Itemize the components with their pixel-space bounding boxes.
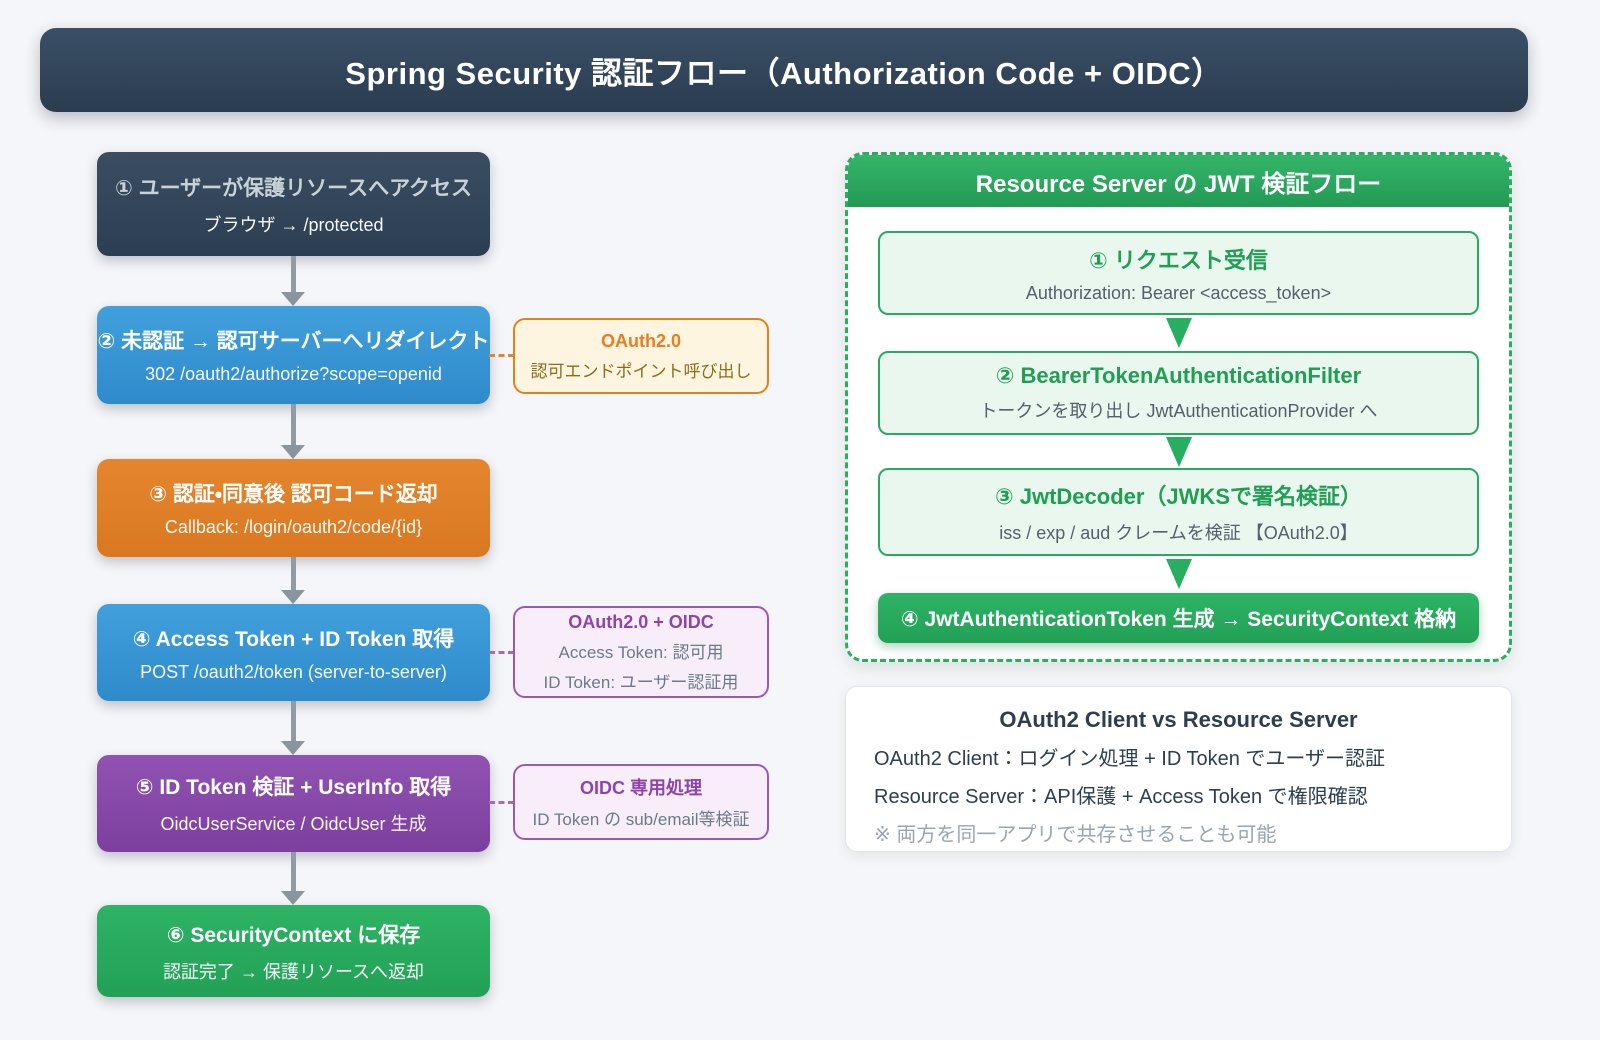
comparison-card: OAuth2 Client vs Resource Server OAuth2 … bbox=[845, 686, 1512, 852]
dashed-connector bbox=[489, 801, 514, 804]
arrow-down-icon bbox=[1166, 318, 1192, 348]
jwt-step-1-title: ① リクエスト受信 bbox=[1089, 247, 1268, 273]
flow-step-3-title: ③ 認証・同意後 認可コード返却 bbox=[149, 483, 438, 506]
comparison-line-note: ※ 両方を同一アプリで共存させることも可能 bbox=[874, 824, 1277, 846]
resource-server-panel-title: Resource Server の JWT 検証フロー bbox=[848, 155, 1509, 207]
note-oauth2-line: 認可エンドポイント呼び出し bbox=[530, 361, 752, 381]
comparison-card-title: OAuth2 Client vs Resource Server bbox=[999, 707, 1358, 732]
arrow-down-icon bbox=[1166, 437, 1192, 467]
flow-step-1-subtitle: ブラウザ → /protected bbox=[203, 214, 384, 235]
resource-server-panel: Resource Server の JWT 検証フロー ① リクエスト受信 Au… bbox=[845, 152, 1512, 662]
flow-step-5-subtitle: OidcUserService / OidcUser 生成 bbox=[160, 814, 427, 834]
note-oidc-only-title: OIDC 専用処理 bbox=[579, 778, 702, 798]
note-oauth2-title: OAuth2.0 bbox=[600, 330, 681, 351]
jwt-step-1: ① リクエスト受信 Authorization: Bearer <access_… bbox=[878, 231, 1479, 315]
flow-step-6-subtitle: 認証完了 → 保護リソースへ返却 bbox=[162, 961, 425, 982]
comparison-line-resource: Resource Server：API保護 + Access Token で権限… bbox=[874, 786, 1368, 808]
note-oauth2: OAuth2.0 認可エンドポイント呼び出し bbox=[513, 318, 769, 394]
page-title: Spring Security 認証フロー（Authorization Code… bbox=[40, 28, 1528, 112]
jwt-step-2-title: ② BearerTokenAuthenticationFilter bbox=[995, 363, 1362, 388]
arrow-down-icon bbox=[281, 256, 306, 306]
flow-step-5: ⑤ ID Token 検証 + UserInfo 取得 OidcUserServ… bbox=[97, 755, 490, 852]
flow-step-4-title: ④ Access Token + ID Token 取得 bbox=[132, 627, 455, 651]
flow-step-4: ④ Access Token + ID Token 取得 POST /oauth… bbox=[97, 604, 490, 701]
jwt-step-2-subtitle: トークンを取り出し JwtAuthenticationProvider へ bbox=[979, 401, 1378, 421]
note-oauth2-oidc-line1: Access Token: 認可用 bbox=[558, 642, 724, 662]
jwt-step-4-title: ④ JwtAuthenticationToken 生成 → SecurityCo… bbox=[900, 608, 1457, 631]
flow-step-2-subtitle: 302 /oauth2/authorize?scope=openid bbox=[145, 364, 442, 384]
arrow-down-icon bbox=[281, 701, 306, 755]
arrow-down-icon bbox=[1166, 559, 1192, 589]
dashed-connector bbox=[489, 354, 514, 357]
flow-step-4-subtitle: POST /oauth2/token (server-to-server) bbox=[140, 661, 447, 682]
jwt-step-3-title: ③ JwtDecoder（JWKSで署名検証） bbox=[994, 484, 1362, 509]
note-oidc-only-line: ID Token の sub/email等検証 bbox=[532, 810, 750, 829]
note-oauth2-oidc-line2: ID Token: ユーザー認証用 bbox=[543, 672, 739, 692]
flow-step-1: ① ユーザーが保護リソースへアクセス ブラウザ → /protected bbox=[97, 152, 490, 256]
flow-step-6: ⑥ SecurityContext に保存 認証完了 → 保護リソースへ返却 bbox=[97, 905, 490, 997]
jwt-step-2: ② BearerTokenAuthenticationFilter トークンを取… bbox=[878, 351, 1479, 435]
note-oauth2-oidc: OAuth2.0 + OIDC Access Token: 認可用 ID Tok… bbox=[513, 606, 769, 698]
jwt-step-1-subtitle: Authorization: Bearer <access_token> bbox=[1025, 282, 1332, 303]
flow-step-5-title: ⑤ ID Token 検証 + UserInfo 取得 bbox=[135, 776, 452, 799]
comparison-line-client: OAuth2 Client：ログイン処理 + ID Token でユーザー認証 bbox=[874, 748, 1386, 770]
flow-step-2-title: ② 未認証 → 認可サーバーへリダイレクト bbox=[97, 330, 490, 353]
flow-step-1-title: ① ユーザーが保護リソースへアクセス bbox=[114, 176, 473, 200]
jwt-step-3-subtitle: iss / exp / aud クレームを検証 【OAuth2.0】 bbox=[999, 523, 1358, 543]
arrow-down-icon bbox=[281, 852, 306, 905]
note-oauth2-oidc-title: OAuth2.0 + OIDC bbox=[568, 611, 714, 632]
flow-step-6-title: ⑥ SecurityContext に保存 bbox=[166, 923, 421, 947]
flow-step-2: ② 未認証 → 認可サーバーへリダイレクト 302 /oauth2/author… bbox=[97, 306, 490, 404]
arrow-down-icon bbox=[281, 404, 306, 459]
arrow-down-icon bbox=[281, 557, 306, 604]
dashed-connector bbox=[489, 651, 514, 654]
flow-step-3: ③ 認証・同意後 認可コード返却 Callback: /login/oauth2… bbox=[97, 459, 490, 557]
jwt-step-3: ③ JwtDecoder（JWKSで署名検証） iss / exp / aud … bbox=[878, 468, 1479, 556]
jwt-step-4: ④ JwtAuthenticationToken 生成 → SecurityCo… bbox=[878, 593, 1479, 643]
note-oidc-only: OIDC 専用処理 ID Token の sub/email等検証 bbox=[513, 764, 769, 840]
flow-step-3-subtitle: Callback: /login/oauth2/code/{id} bbox=[164, 517, 423, 537]
